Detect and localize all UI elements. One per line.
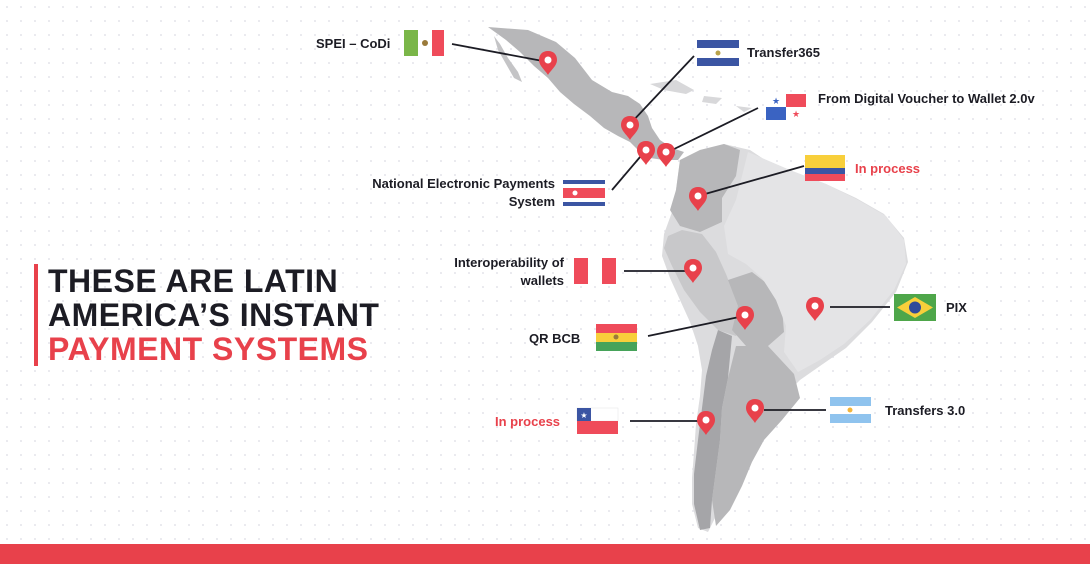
svg-text:★: ★ xyxy=(772,97,780,107)
bottom-accent-bar xyxy=(0,544,1090,564)
argentina-shape xyxy=(712,346,800,526)
brazil-shape xyxy=(724,152,906,372)
page-title: THESE ARE LATIN AMERICA’S INSTANT PAYMEN… xyxy=(34,264,379,366)
brazil-flag-icon xyxy=(894,294,936,321)
mexico-central-america-shape xyxy=(488,27,684,160)
chile-flag-icon: ★ xyxy=(576,407,619,434)
svg-text:★: ★ xyxy=(792,110,800,120)
label-el-salvador: Transfer365 xyxy=(747,45,820,60)
title-line-1: THESE ARE LATIN xyxy=(48,263,339,299)
caribbean-islands-shape xyxy=(650,80,752,112)
el-salvador-flag-icon xyxy=(697,40,739,66)
label-brazil: PIX xyxy=(946,300,967,315)
title-line-3: PAYMENT SYSTEMS xyxy=(48,331,369,367)
argentina-flag-icon xyxy=(830,397,871,423)
label-chile: In process xyxy=(495,414,561,429)
map-pin-icon[interactable] xyxy=(637,141,655,165)
panama-flag-icon: ★ ★ xyxy=(766,94,806,120)
label-panama: From Digital Voucher to Wallet 2.0v xyxy=(818,91,1035,106)
bolivia-flag-icon xyxy=(596,324,637,351)
latin-america-map: ★ ★ ★ xyxy=(404,27,936,532)
label-costa-rica: National Electronic Payments System xyxy=(372,176,555,209)
title-line-2: AMERICA’S INSTANT xyxy=(48,297,380,333)
colombia-shape xyxy=(670,144,740,232)
label-bolivia: QR BCB xyxy=(529,331,581,346)
colombia-flag-icon xyxy=(805,155,845,181)
label-argentina: Transfers 3.0 xyxy=(885,403,966,418)
map-pin-icon[interactable] xyxy=(657,143,675,167)
peru-flag-icon xyxy=(574,258,616,284)
label-colombia: In process xyxy=(855,161,921,176)
costa-rica-flag-icon xyxy=(563,180,605,206)
baja-california-shape xyxy=(494,36,522,82)
mexico-flag-icon xyxy=(404,30,444,56)
connector-lines xyxy=(451,43,890,422)
label-mexico: SPEI – CoDi xyxy=(316,36,391,51)
label-peru: Interoperability of wallets xyxy=(454,255,564,288)
peru-shape xyxy=(664,230,744,336)
chile-shape xyxy=(694,330,732,530)
svg-text:★: ★ xyxy=(580,411,587,420)
dotted-background xyxy=(0,0,1090,544)
